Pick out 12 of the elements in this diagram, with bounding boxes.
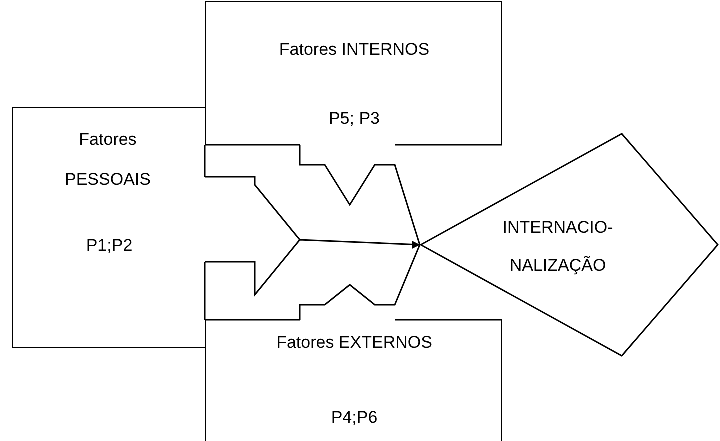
proposition-label: P4;P6 [330,407,379,429]
proposition-label: P1;P2 [85,235,134,257]
outcome-label: INTERNACIO- NALIZAÇÃO [502,217,614,277]
proposition-label: P5; P3 [328,108,382,130]
factor-box [205,1,502,145]
factor-box [205,320,502,441]
converging-arrow [204,176,421,298]
factor-box [12,107,205,348]
factor-title: Fatores INTERNOS [278,39,431,61]
factor-title: Fatores EXTERNOS [276,332,434,354]
factor-title: Fatores PESSOAIS [64,129,152,191]
converging-arrow [299,241,421,320]
